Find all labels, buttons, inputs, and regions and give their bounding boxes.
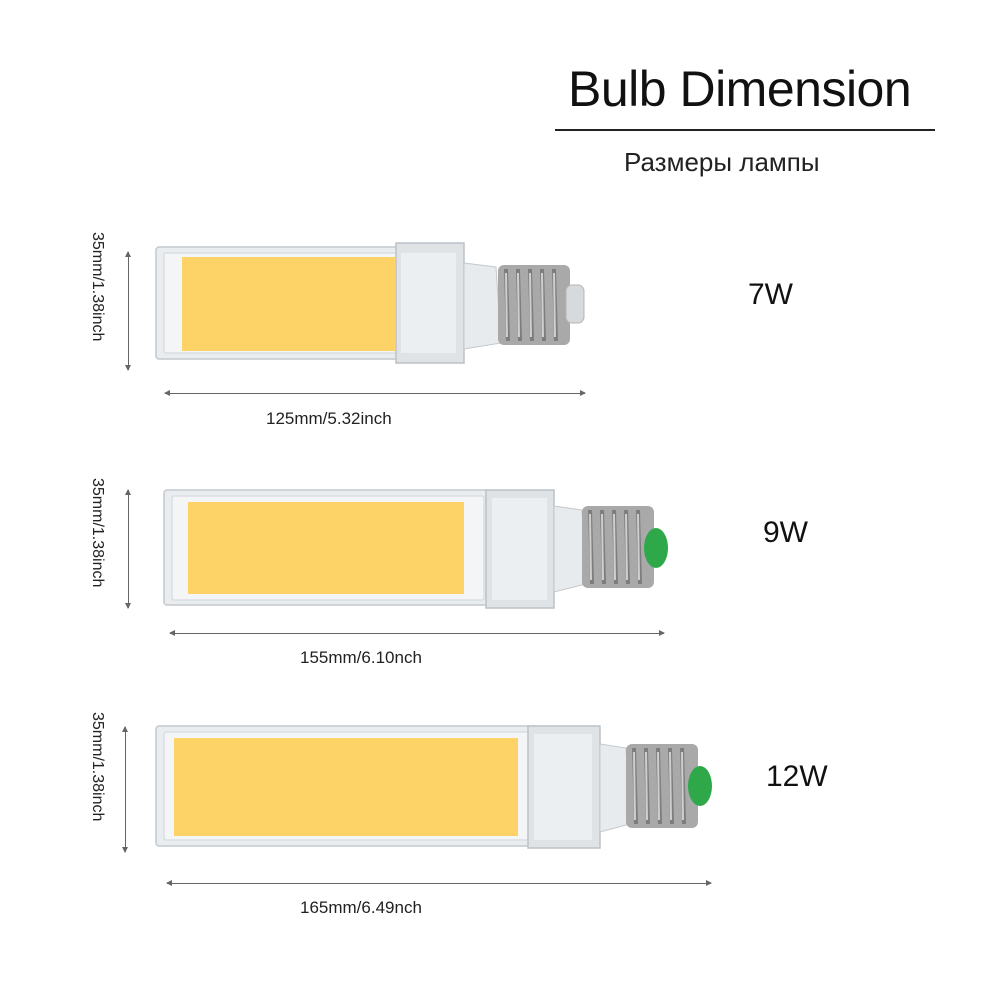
height-dimension-line — [125, 251, 131, 371]
page-subtitle: Размеры лампы — [624, 147, 820, 177]
bulb-7w-illustration — [155, 242, 585, 364]
length-dimension-line — [169, 630, 665, 636]
length-dimension-line — [164, 390, 586, 396]
height-dimension-line — [122, 726, 128, 853]
bulb-image — [155, 724, 716, 852]
height-dimension-line — [125, 489, 131, 609]
title-divider — [555, 129, 935, 131]
length-dimension-line — [166, 880, 712, 886]
power-label: 7W — [748, 278, 793, 311]
height-label: 35mm/1.38inch — [89, 712, 106, 822]
page-title: Bulb Dimension — [568, 61, 912, 117]
bulb-image — [163, 488, 674, 612]
length-label: 125mm/5.32inch — [266, 409, 392, 428]
bulb-9w-illustration — [163, 489, 668, 609]
power-label: 9W — [763, 516, 808, 549]
height-label: 35mm/1.38inch — [89, 232, 106, 342]
bulb-12w-illustration — [155, 725, 712, 849]
length-label: 155mm/6.10nch — [300, 648, 422, 667]
length-label: 165mm/6.49nch — [300, 898, 422, 917]
height-label: 35mm/1.38inch — [89, 478, 106, 588]
bulb-image — [155, 242, 586, 365]
power-label: 12W — [766, 760, 828, 793]
